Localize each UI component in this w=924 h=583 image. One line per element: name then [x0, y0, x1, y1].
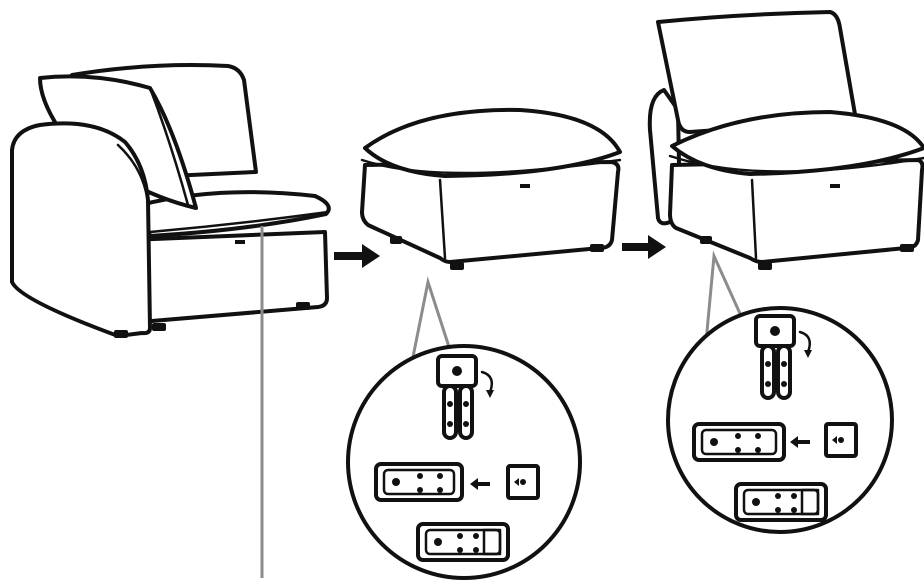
bracket-locked-icon [416, 522, 510, 562]
connector-bracket-icon [754, 314, 812, 400]
connector-bracket-icon [436, 354, 494, 440]
ottoman-module [360, 107, 622, 270]
right-arrow-icon [334, 244, 380, 268]
bracket-locked-icon [734, 482, 828, 522]
ottoman-zoom-leader [410, 276, 452, 363]
armless-chair-module [647, 10, 924, 270]
right-arrow-icon [622, 235, 666, 259]
chair-connector-detail [666, 306, 894, 534]
bracket-slide-together-icon [692, 422, 858, 462]
chair-zoom-leader [704, 250, 744, 343]
corner-armchair-module [10, 63, 331, 338]
ottoman-connector-detail [346, 344, 582, 580]
bracket-slide-together-icon [374, 462, 540, 502]
